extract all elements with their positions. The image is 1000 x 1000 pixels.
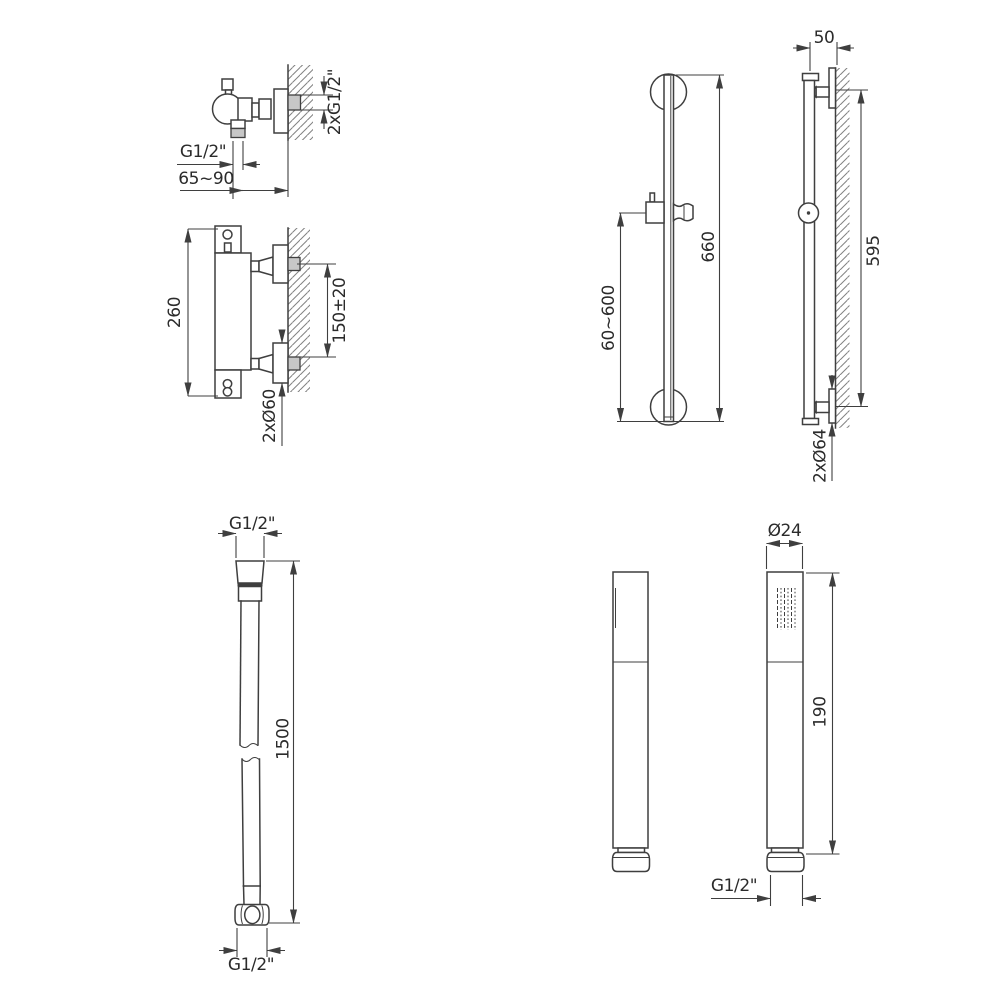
dim-head-diameter-label: Ø24 (768, 521, 802, 541)
handset-side-body (612, 571, 649, 849)
dimension-top-thread: G1/2" (218, 514, 282, 558)
dimension-handset-length: 190 (806, 572, 840, 855)
hose-outline (234, 560, 270, 926)
dim-top-thread-label: G1/2" (229, 514, 275, 534)
dim-escutcheon-diameter-label: 2xØ60 (260, 389, 280, 443)
valve-front-view: 260 150±20 2xØ60 (165, 225, 350, 446)
valve-body-outline (214, 225, 301, 399)
dimension-wall-offset: 50 (793, 28, 854, 71)
upper-escutcheon (272, 244, 289, 284)
inlet-thread (287, 94, 302, 111)
handset-side-connector (611, 851, 651, 873)
bottom-wall-plate (828, 388, 837, 424)
dimension-handset-thread: G1/2" (711, 875, 821, 906)
rail-bar (663, 74, 675, 423)
handset-front-connector (766, 851, 805, 873)
dim-outlet-thread-label: G1/2" (180, 142, 226, 162)
top-wall-plate (828, 67, 837, 109)
dim-handset-length-label: 190 (811, 696, 831, 727)
dimension-rail-length: 660 (617, 74, 724, 423)
rail-side-view: 50 595 2xØ64 (793, 28, 884, 483)
rail-outline (797, 67, 837, 426)
handset-front-outline (766, 571, 805, 873)
hose-break-line (239, 742, 259, 748)
rail-front-view: 660 60~600 (599, 73, 724, 426)
dimension-hose-length: 1500 (266, 560, 300, 924)
dim-escutcheon-diameter-label: 2xØ64 (811, 429, 831, 483)
dim-inlet-spacing-label: 150±20 (330, 278, 350, 344)
slider-block (645, 201, 665, 224)
dimension-inlet-threads: 2xG1/2" (301, 69, 345, 135)
wall-hatching (834, 67, 850, 429)
hose-view: G1/2" 1500 (218, 514, 300, 975)
hose-break-line (241, 756, 260, 762)
dimension-escutcheon-diameter: 2xØ64 (811, 375, 836, 483)
dimension-head-diameter: Ø24 (765, 521, 804, 569)
valve-top-view: 2xG1/2" G1/2" 65~90 (177, 64, 345, 199)
dimension-body-height: 260 (165, 228, 218, 397)
thermostat-body (214, 252, 252, 371)
dim-mount-spacing-label: 595 (864, 235, 884, 266)
dim-wall-offset-label: 50 (814, 28, 835, 48)
handset-holder (672, 202, 694, 222)
handset-view: Ø24 190 G1/2" (611, 521, 840, 906)
spray-face-pattern (777, 588, 796, 630)
rail-outline (645, 73, 694, 426)
dim-body-height-label: 260 (165, 297, 185, 328)
dimension-mount-spacing: 595 (836, 89, 884, 408)
lower-inlet-thread (287, 356, 301, 371)
dimension-bottom-thread: G1/2" (219, 928, 285, 975)
dim-inlet-threads-label: 2xG1/2" (325, 69, 345, 135)
dim-handset-thread-label: G1/2" (711, 876, 757, 896)
dim-hose-length-label: 1500 (274, 718, 294, 760)
dim-bottom-thread-label: G1/2" (228, 955, 274, 975)
dimension-slider-range: 60~600 (599, 212, 646, 423)
dim-offset-range-label: 65~90 (178, 169, 234, 189)
dimension-wall-offset-range: 65~90 (178, 140, 289, 197)
dimension-outlet-thread: G1/2" (177, 141, 260, 199)
rail-bar-side (803, 79, 816, 420)
dimension-escutcheon-diameter: 2xØ60 (260, 329, 286, 446)
handset-side-outline (611, 571, 651, 873)
dim-slider-range-label: 60~600 (599, 285, 619, 351)
outlet-thread (230, 127, 246, 139)
dimension-inlet-spacing: 150±20 (297, 263, 350, 358)
top-fitting (235, 560, 265, 584)
dim-rail-length-label: 660 (699, 231, 719, 262)
wall-escutcheon (273, 88, 289, 134)
valve-body-outline (211, 78, 302, 139)
lower-escutcheon (272, 342, 289, 384)
